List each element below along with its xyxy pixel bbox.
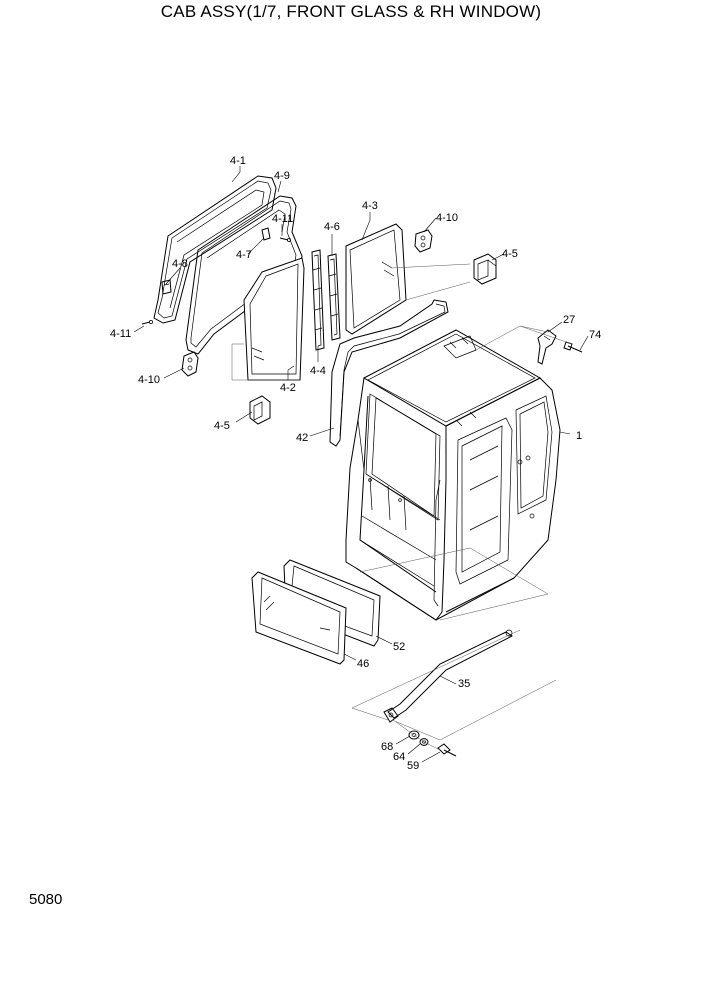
part-4-7-clip: [261, 227, 271, 241]
part-68-washer: [408, 730, 420, 740]
callout-4-1: 4-1: [230, 155, 246, 167]
callout-4-11-top: 4-11: [272, 213, 293, 225]
part-27-latch: [537, 329, 557, 365]
guide-line-fasteners: [395, 721, 441, 751]
page-number: 5080: [29, 891, 63, 908]
part-74-bolt: [563, 341, 583, 353]
callout-4-3: 4-3: [362, 200, 378, 212]
part-42-weatherstrip: [329, 299, 449, 447]
callout-27: 27: [563, 314, 575, 326]
callout-4-6: 4-6: [324, 221, 340, 233]
part-1-cab-body: [345, 329, 561, 621]
callout-4-2: 4-2: [280, 382, 296, 394]
callout-46: 46: [357, 658, 369, 670]
callout-4-4: 4-4: [310, 365, 326, 377]
part-4-6-strip: [327, 253, 341, 341]
callout-4-9: 4-9: [274, 170, 290, 182]
callout-1: 1: [576, 430, 582, 442]
part-4-11-pin-left: [141, 320, 153, 325]
callout-42: 42: [296, 432, 308, 444]
part-4-11-pin-top: [279, 237, 291, 242]
part-4-10-latch-right: [414, 229, 433, 253]
part-64-spring-washer: [419, 738, 429, 746]
part-4-3-glass: [345, 223, 471, 335]
part-59-bolt: [437, 743, 457, 757]
callout-4-5-left: 4-5: [214, 420, 230, 432]
part-4-5-lock-right: [473, 253, 497, 285]
part-4-2-glass: [231, 257, 305, 381]
part-4-4-strip: [311, 249, 325, 351]
part-4-1-frame: [153, 175, 277, 324]
callout-4-5-right: 4-5: [502, 248, 518, 260]
callout-35: 35: [458, 678, 470, 690]
part-46-glass: [251, 571, 347, 665]
leader-lines: [133, 166, 589, 763]
callout-4-11-left: 4-11: [110, 328, 131, 340]
callout-68: 68: [381, 741, 393, 753]
part-4-8-clip: [161, 279, 172, 295]
callout-4-8: 4-8: [172, 258, 188, 270]
callout-4-10-right: 4-10: [436, 212, 458, 224]
callout-4-10-left: 4-10: [138, 374, 160, 386]
diagram-title: CAB ASSY(1/7, FRONT GLASS & RH WINDOW): [160, 2, 542, 21]
callout-52: 52: [393, 641, 405, 653]
part-4-10-latch-left: [181, 351, 199, 377]
guide-lines-roof: [475, 325, 573, 351]
part-4-5-lock-left: [249, 395, 271, 425]
callout-64: 64: [393, 751, 405, 763]
part-35-rod: [351, 629, 557, 741]
callout-4-7: 4-7: [236, 249, 252, 261]
callout-59: 59: [407, 760, 419, 772]
callout-74: 74: [589, 329, 601, 341]
